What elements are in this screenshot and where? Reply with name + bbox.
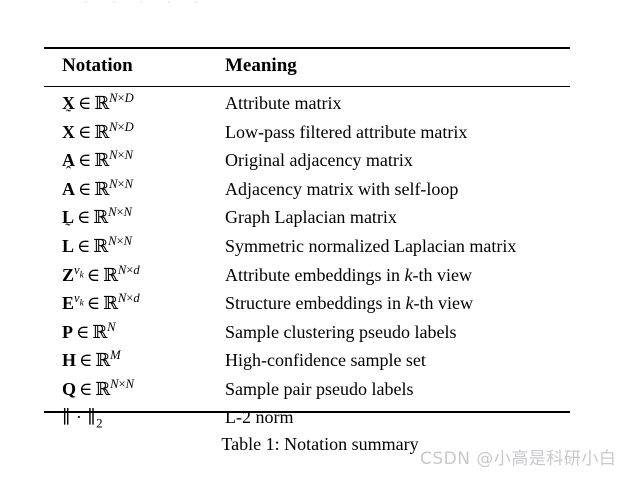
meaning-cell: Adjacency matrix with self-loop bbox=[225, 178, 459, 199]
table-bottom-rule bbox=[44, 411, 570, 413]
csdn-watermark: CSDN @小高是科研小白 bbox=[420, 449, 617, 469]
table-row: Evk∈ℝN×d Structure embeddings in k-th vi… bbox=[44, 289, 570, 318]
meaning-cell: Attribute matrix bbox=[225, 92, 342, 113]
table-row: L˜∈ℝN×N Symmetric normalized Laplacian m… bbox=[44, 221, 570, 261]
cropped-text-remnant: · · · · · bbox=[84, 0, 554, 3]
table-row: X∈ℝN×D Attribute matrix bbox=[44, 84, 570, 118]
meaning-cell: Graph Laplacian matrix bbox=[225, 207, 397, 228]
table-row: A∈ℝN×N Original adjacency matrix bbox=[44, 146, 570, 175]
notation-cell: L∈ℝN×N bbox=[62, 205, 133, 228]
meaning-cell: Sample pair pseudo labels bbox=[225, 378, 414, 399]
column-header-meaning: Meaning bbox=[225, 55, 297, 76]
meaning-cell: Attribute embeddings in k-th view bbox=[225, 264, 472, 285]
table-caption: Table 1: Notation summary bbox=[221, 434, 419, 454]
table-row: Â∈ℝN×N Adjacency matrix with self-loop bbox=[44, 175, 570, 204]
meaning-cell: L-2 norm bbox=[225, 407, 294, 428]
table-row: ∥ · ∥2 L-2 norm bbox=[44, 403, 570, 432]
column-header-notation: Notation bbox=[62, 55, 133, 76]
meaning-cell: Structure embeddings in k-th view bbox=[225, 293, 473, 314]
notation-cell: ∥ · ∥2 bbox=[62, 407, 103, 432]
table-top-rule bbox=[44, 47, 570, 49]
meaning-cell: Low-pass filtered attribute matrix bbox=[225, 121, 468, 142]
table-row: Q∈ℝN×N Sample pair pseudo labels bbox=[44, 375, 570, 404]
notation-cell: Evk∈ℝN×d bbox=[62, 291, 140, 314]
notation-cell: Zvk∈ℝN×d bbox=[62, 262, 140, 285]
meaning-cell: Sample clustering pseudo labels bbox=[225, 321, 457, 342]
notation-cell: Â∈ℝN×N bbox=[62, 176, 134, 199]
meaning-cell: Original adjacency matrix bbox=[225, 150, 413, 171]
table-row: P∈ℝN Sample clustering pseudo labels bbox=[44, 318, 570, 347]
table-header-row: Notation Meaning bbox=[44, 47, 570, 84]
notation-cell: P∈ℝN bbox=[62, 319, 116, 342]
table-row: Zvk∈ℝN×d Attribute embeddings in k-th vi… bbox=[44, 261, 570, 290]
notation-cell: Q∈ℝN×N bbox=[62, 376, 135, 399]
notation-table: Notation Meaning X∈ℝN×D Attribute matrix… bbox=[44, 47, 570, 432]
notation-cell: L˜∈ℝN×N bbox=[62, 221, 133, 256]
notation-cell: H∈ℝM bbox=[62, 348, 121, 371]
notation-cell: X∈ℝN×D bbox=[62, 90, 134, 113]
notation-cell: X˜∈ℝN×D bbox=[62, 106, 134, 142]
table-row: H∈ℝM High-confidence sample set bbox=[44, 346, 570, 375]
table-row: L∈ℝN×N Graph Laplacian matrix bbox=[44, 203, 570, 232]
meaning-cell: Symmetric normalized Laplacian matrix bbox=[225, 235, 517, 256]
meaning-cell: High-confidence sample set bbox=[225, 350, 426, 371]
notation-cell: A∈ℝN×N bbox=[62, 148, 134, 171]
table-header-rule bbox=[44, 86, 570, 87]
table-row: X˜∈ℝN×D Low-pass filtered attribute matr… bbox=[44, 106, 570, 147]
